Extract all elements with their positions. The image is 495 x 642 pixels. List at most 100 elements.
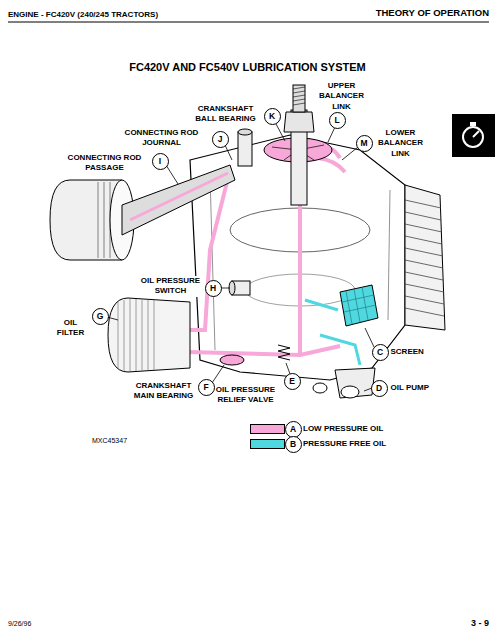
main-bearing bbox=[220, 355, 244, 365]
callout-label: UPPER BALANCER LINK bbox=[317, 81, 367, 113]
oil-filter bbox=[136, 299, 137, 371]
oil-passage-cyan bbox=[305, 300, 360, 365]
callout-circle: KCRANKSHAFT BALL BEARING bbox=[264, 108, 281, 125]
callout-letter: F bbox=[199, 380, 214, 395]
crankshaft bbox=[293, 87, 305, 105]
callout-label: OIL FILTER bbox=[54, 318, 88, 339]
piston-and-rod bbox=[130, 173, 228, 220]
footer-date: 9/26/96 bbox=[8, 620, 31, 628]
callout-circle: DOIL PUMP bbox=[371, 380, 388, 397]
header-rule bbox=[8, 22, 489, 23]
callout-letter: H bbox=[206, 281, 221, 296]
leader-line bbox=[365, 328, 374, 347]
callout-label: CONNECTING ROD PASSAGE bbox=[61, 153, 149, 174]
crankcase bbox=[405, 200, 441, 208]
crankcase bbox=[405, 284, 444, 292]
leader-line bbox=[166, 165, 178, 184]
crankcase bbox=[405, 296, 444, 304]
relief-valve bbox=[278, 345, 290, 360]
callout-circle: JCONNECTING ROD JOURNAL bbox=[212, 131, 229, 148]
callout-letter: E bbox=[285, 374, 300, 389]
callout-label: LOWER BALANCER LINK bbox=[376, 128, 426, 160]
callout-letter: B bbox=[286, 437, 301, 452]
piston-and-rod bbox=[50, 165, 235, 260]
callout-letter: A bbox=[286, 422, 301, 437]
oil-filter bbox=[148, 300, 149, 370]
crankshaft bbox=[284, 112, 314, 132]
callout-letter: M bbox=[357, 136, 372, 151]
crankcase bbox=[405, 308, 444, 316]
section-tab bbox=[452, 114, 495, 157]
header-text: ENGINE - FC420V (240/245 TRACTORS) bbox=[8, 10, 158, 19]
oil-passage-pink bbox=[298, 205, 302, 355]
crankcase bbox=[405, 212, 441, 220]
oil-filter bbox=[124, 300, 125, 371]
oil-passage-pink bbox=[188, 346, 340, 355]
callout-label: CRANKSHAFT MAIN BEARING bbox=[131, 381, 197, 402]
oil-filter bbox=[118, 299, 154, 371]
callout-circle: FCRANKSHAFT MAIN BEARING bbox=[198, 379, 215, 396]
oil-filter bbox=[154, 300, 155, 370]
section-tab bbox=[470, 122, 476, 126]
crankcase bbox=[405, 248, 443, 256]
callout-circle: EOIL PRESSURE RELIEF VALVE bbox=[284, 373, 301, 390]
section-tab bbox=[452, 114, 495, 157]
callout-letter: I bbox=[153, 154, 168, 169]
crankshaft bbox=[293, 87, 305, 89]
oil-screen bbox=[344, 305, 376, 312]
leader-line bbox=[212, 365, 224, 383]
oil-pump bbox=[341, 386, 359, 398]
oil-filter bbox=[130, 299, 131, 371]
crankcase bbox=[405, 224, 442, 232]
piston-and-rod bbox=[122, 165, 235, 235]
section-tab bbox=[473, 131, 479, 137]
pressure-switch bbox=[229, 281, 250, 295]
crankshaft bbox=[293, 91, 305, 93]
crankcase bbox=[405, 236, 442, 244]
leader-line bbox=[328, 127, 335, 142]
legend-swatch bbox=[250, 439, 285, 449]
callout-circle: LUPPER BALANCER LINK bbox=[329, 112, 346, 129]
crankcase bbox=[405, 185, 445, 330]
crankshaft bbox=[293, 103, 305, 105]
crankcase bbox=[405, 272, 443, 280]
leader-line bbox=[342, 147, 358, 160]
crankcase bbox=[405, 200, 444, 316]
crankshaft bbox=[293, 99, 305, 101]
crankshaft bbox=[293, 95, 305, 97]
oil-filter bbox=[108, 298, 190, 372]
oil-filter bbox=[118, 302, 119, 368]
piston-and-rod bbox=[98, 182, 110, 258]
callout-circle: B bbox=[285, 436, 302, 453]
callout-circle: HOIL PRESSURE SWITCH bbox=[205, 280, 222, 297]
oil-pump bbox=[313, 383, 327, 393]
oil-filter bbox=[142, 300, 143, 371]
piston-and-rod bbox=[104, 182, 105, 258]
section-tab bbox=[463, 127, 483, 147]
crankshaft bbox=[293, 85, 305, 112]
crankshaft bbox=[238, 132, 252, 166]
legend-text: PRESSURE FREE OIL bbox=[303, 439, 386, 448]
relief-valve bbox=[278, 345, 290, 360]
leader-line bbox=[220, 288, 230, 289]
callout-letter: L bbox=[330, 113, 345, 128]
callout-letter: C bbox=[373, 345, 388, 360]
callout-letter: J bbox=[213, 132, 228, 147]
callout-circle: CSCREEN bbox=[372, 344, 389, 361]
oil-screen bbox=[340, 285, 378, 326]
oil-pump bbox=[313, 368, 375, 398]
callout-circle: ICONNECTING ROD PASSAGE bbox=[152, 153, 169, 170]
callout-circle: GOIL FILTER bbox=[92, 308, 109, 325]
page-number: 3 - 9 bbox=[471, 618, 489, 628]
callout-circle: MLOWER BALANCER LINK bbox=[356, 135, 373, 152]
oil-screen bbox=[362, 287, 368, 320]
oil-screen bbox=[342, 287, 376, 324]
oil-pump bbox=[335, 368, 375, 398]
callout-label: OIL PRESSURE SWITCH bbox=[138, 276, 204, 297]
callout-letter: D bbox=[372, 381, 387, 396]
oil-screen bbox=[354, 289, 360, 322]
piston-and-rod bbox=[98, 182, 99, 258]
oil-filter bbox=[108, 298, 190, 372]
callout-label: SCREEN bbox=[391, 347, 424, 358]
callout-label: CONNECTING ROD JOURNAL bbox=[118, 128, 206, 149]
